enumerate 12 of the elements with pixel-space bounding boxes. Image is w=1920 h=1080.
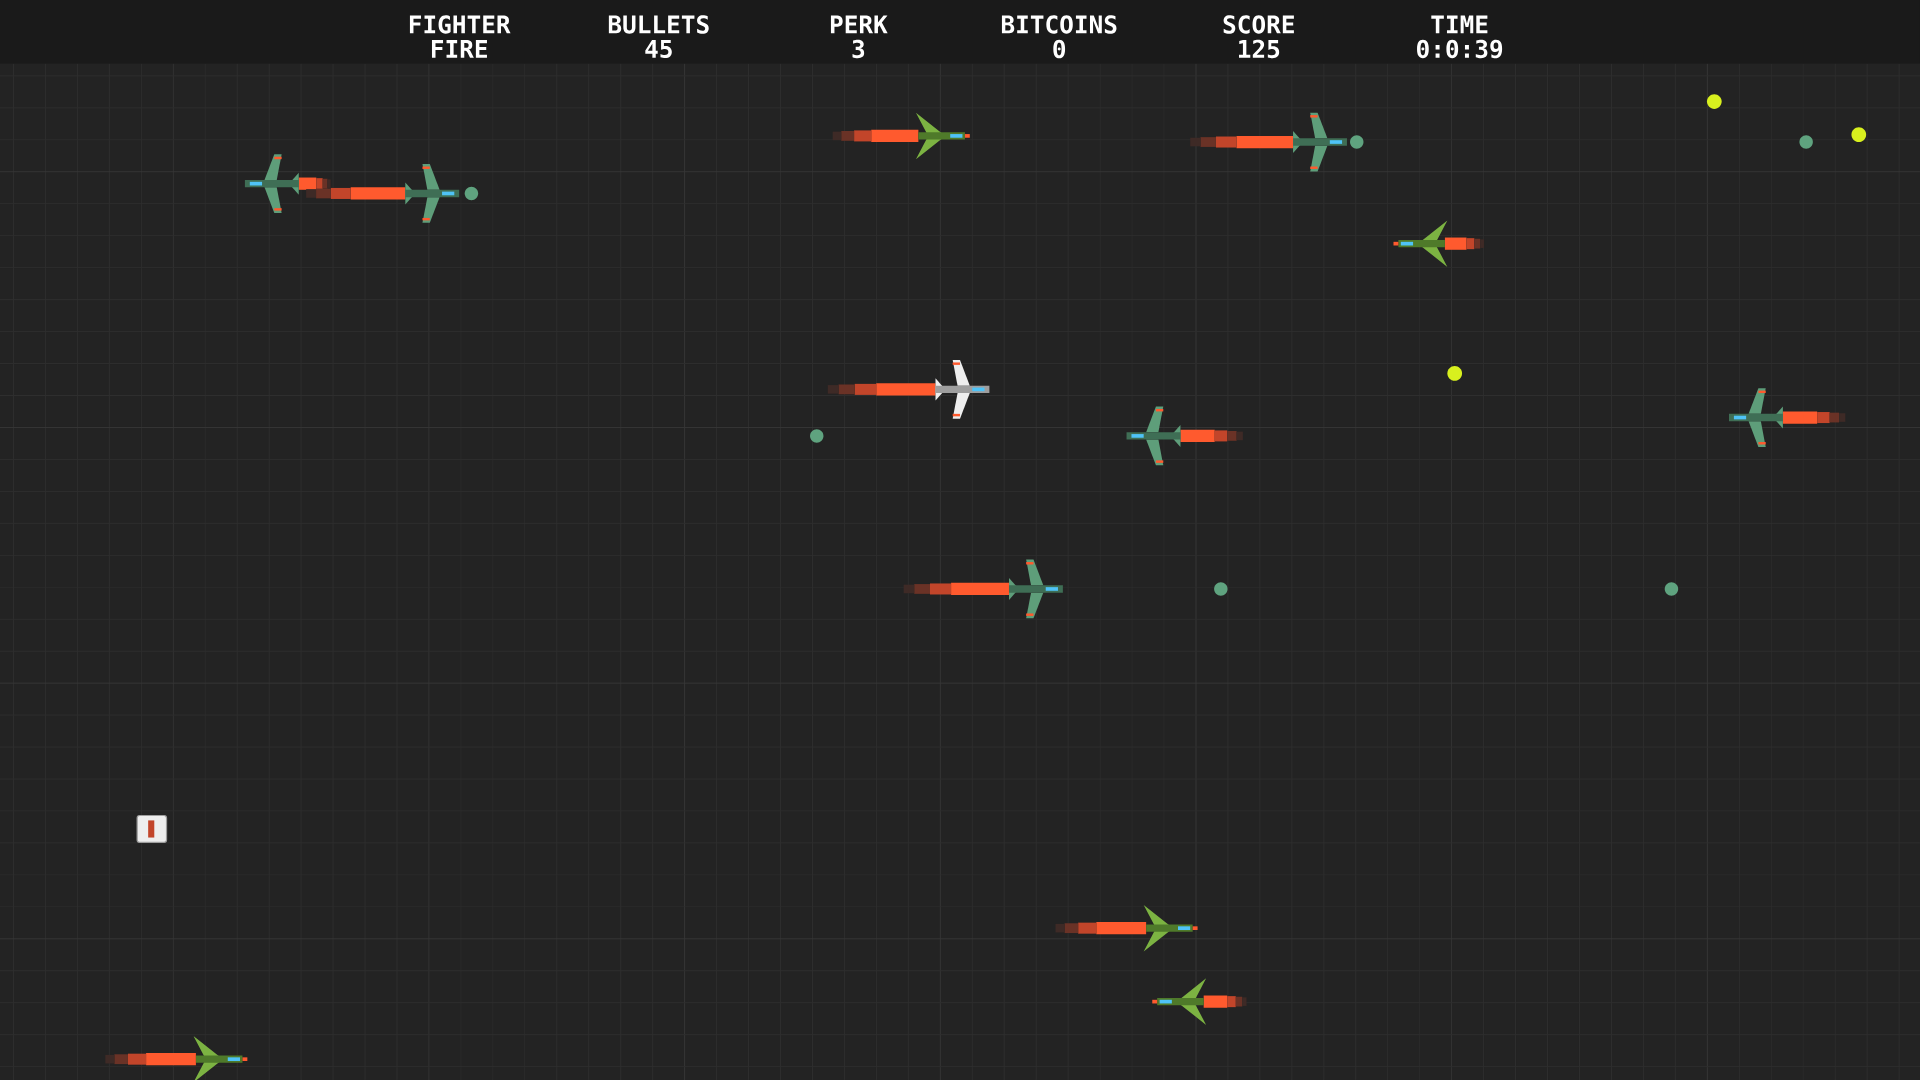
hud-value: 3: [852, 39, 865, 59]
hud-value: FIRE: [431, 40, 487, 58]
hud-value: 45: [645, 39, 672, 59]
hud-label: TIME: [1431, 15, 1488, 34]
hud-label: BITCOINS: [1001, 15, 1117, 34]
hud-label: SCORE: [1223, 15, 1294, 34]
hud-label: PERK: [830, 15, 888, 34]
hud-label: BULLETS: [608, 15, 709, 34]
hud-value: 125: [1239, 39, 1280, 59]
hud-value: 0: [1053, 39, 1066, 59]
hud-value: 0:0:39: [1417, 39, 1503, 59]
hud-label: FIGHTER: [409, 15, 511, 34]
